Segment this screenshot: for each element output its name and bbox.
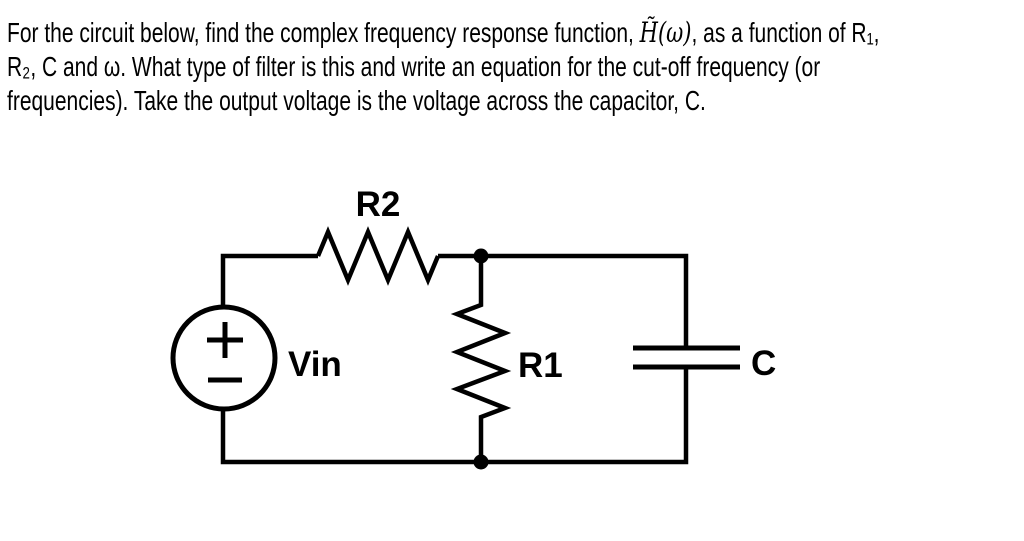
resistor-r2-label: R2 [356, 185, 401, 224]
wire-top-left [220, 253, 318, 307]
problem-line1-suffix: , as a function of R₁, [691, 17, 880, 48]
resistor-r1: R1 [450, 256, 563, 462]
resistor-r1-zigzag [450, 256, 512, 462]
resistor-r2-zigzag [315, 226, 441, 286]
plus-icon [207, 322, 243, 358]
problem-line-3: frequencies). Take the output voltage is… [7, 85, 706, 116]
wire-bottom [220, 369, 689, 465]
source-label: Vin [288, 345, 342, 384]
capacitor-label: C [751, 344, 776, 383]
node-dot-bottom [473, 454, 489, 470]
voltage-source-vin: Vin [170, 304, 342, 412]
wire-top-right [438, 253, 689, 346]
resistor-r1-label: R1 [518, 346, 563, 385]
transfer-function-symbol: H̃(ω) [639, 16, 692, 49]
problem-line-1: For the circuit below, find the complex … [7, 16, 880, 50]
problem-statement: For the circuit below, find the complex … [7, 16, 880, 118]
resistor-r2: R2 [315, 185, 441, 286]
node-dot-top [473, 248, 489, 264]
voltage-source-circle [170, 304, 278, 412]
capacitor-c: C [633, 344, 776, 383]
problem-line1-prefix: For the circuit below, find the complex … [7, 17, 640, 48]
problem-line-2: R₂, C and ω. What type of filter is this… [7, 51, 821, 82]
